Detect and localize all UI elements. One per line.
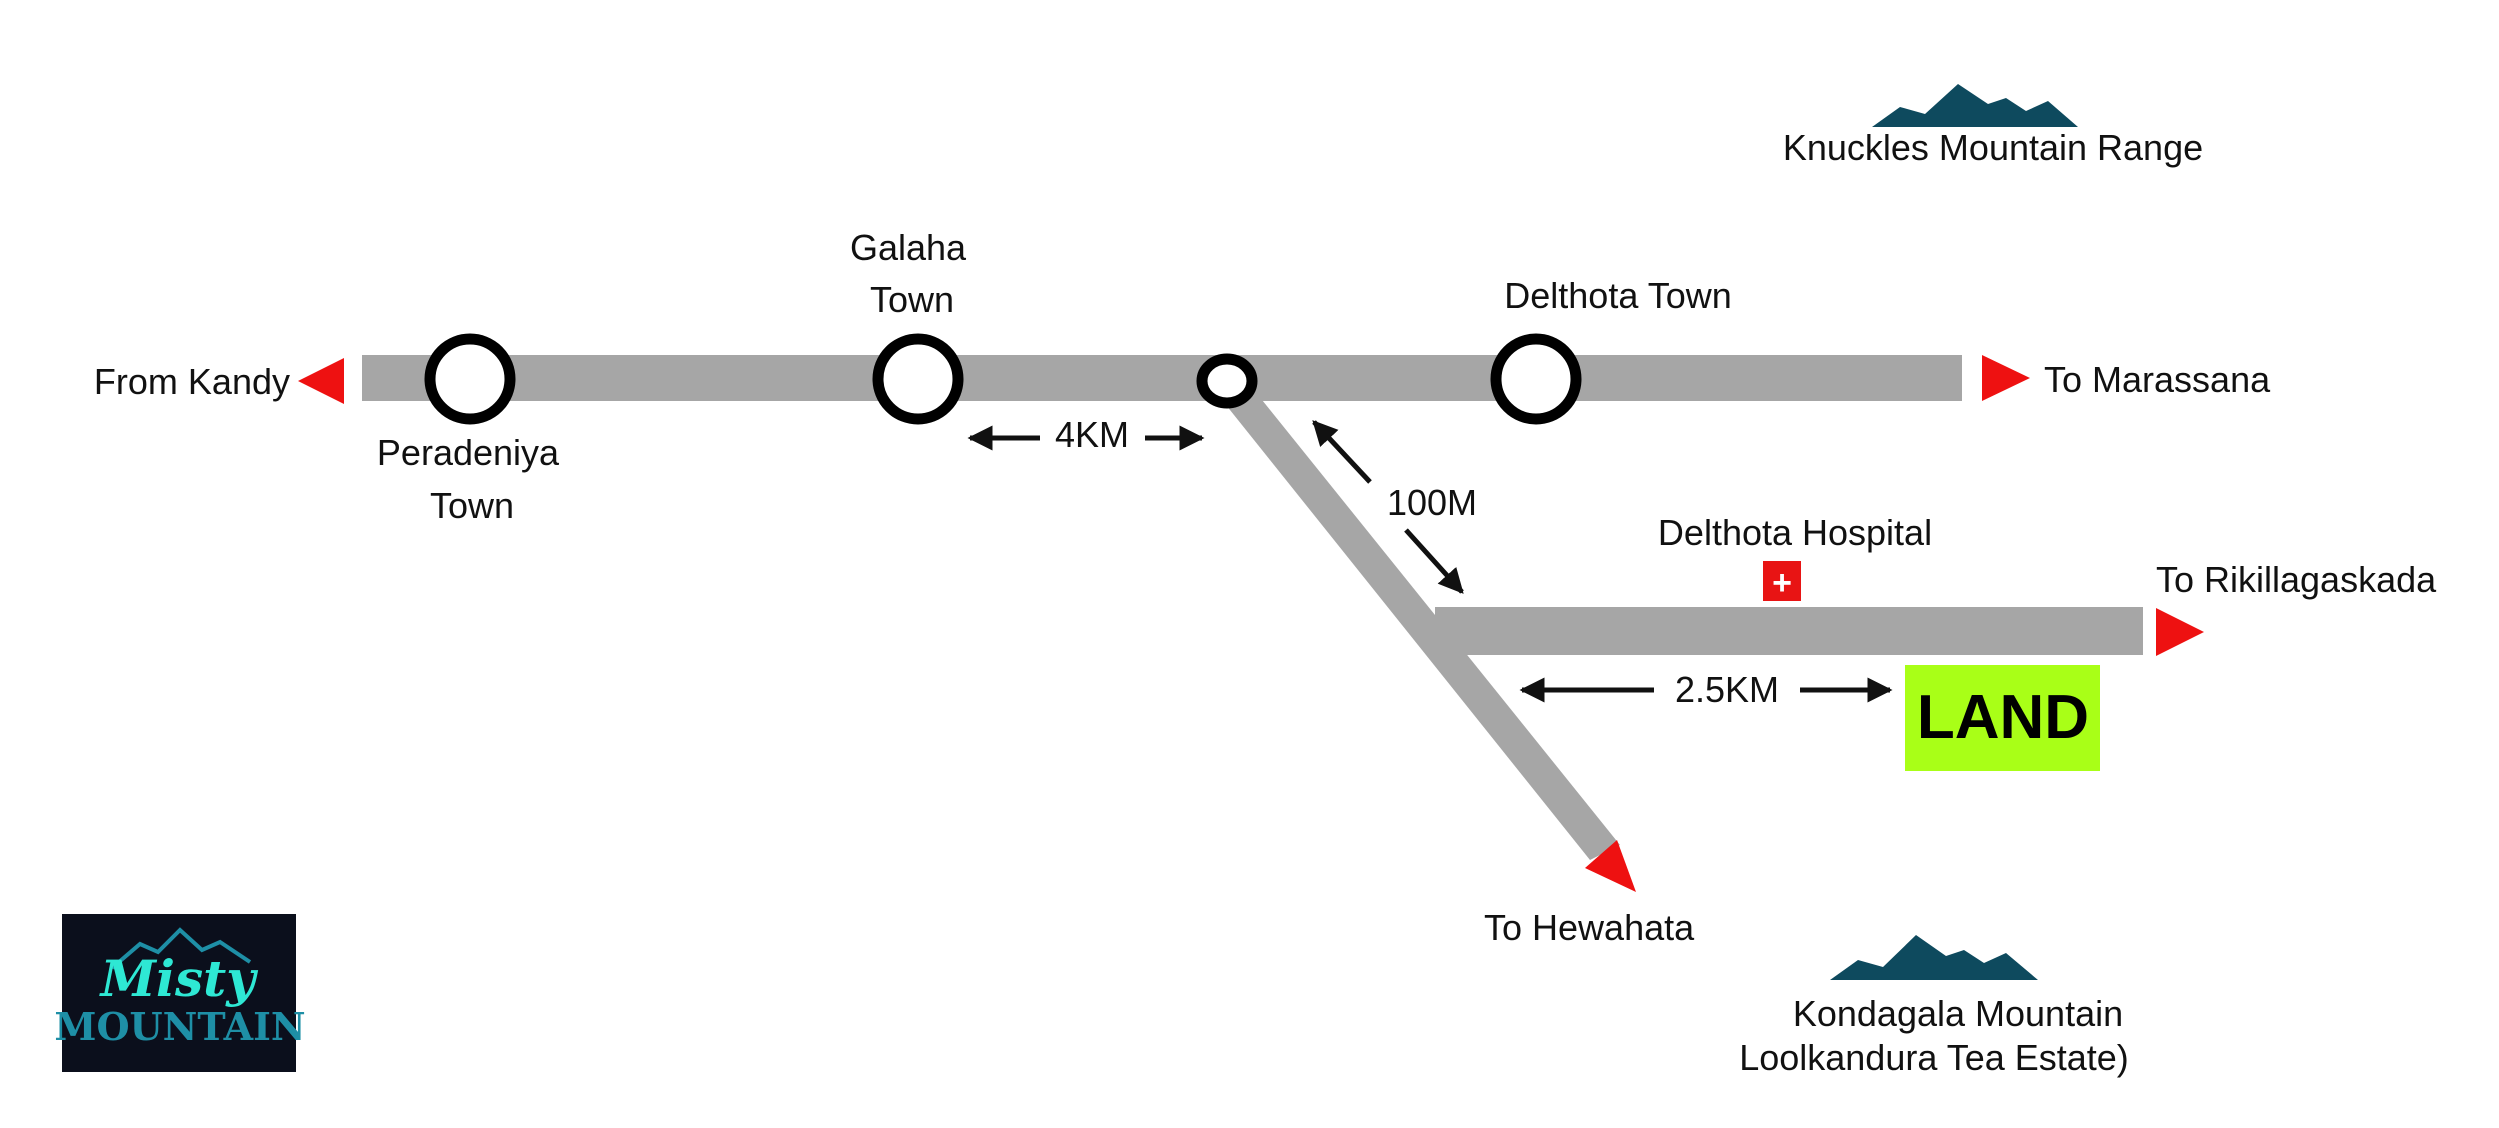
logo-mountain-icon [110,927,252,970]
loolkandura-estate-label: Loolkandura Tea Estate) [1739,1037,2129,1078]
distance-arrow-down [1404,528,1464,594]
mountain-icon-south [1830,935,2038,980]
mountain-icon [1872,84,2078,127]
hospital-icon [1763,561,1801,601]
logo-line1: Misty [99,949,259,1008]
main-road [362,355,1962,401]
distance-2-5km-label: 2.5KM [1675,669,1779,710]
land-marker [1905,665,2100,771]
logo-line2: MOUNTAIN [54,1004,305,1049]
kondagala-mountain-label: Kondagala Mountain [1793,993,2123,1034]
delthota-town-label: Delthota Town [1504,275,1731,316]
east-branch-road [1435,607,2143,655]
peradeniya-town-label-line2: Town [430,485,514,526]
delthota-town-marker [1490,333,1582,425]
galaha-town-marker [872,333,964,425]
to-marassana-label: To Marassana [2044,359,2271,400]
galaha-town-label-line2: Town [870,279,954,320]
delthota-hospital-label: Delthota Hospital [1658,512,1932,553]
distance-arrow-up [1312,420,1372,484]
rikillagaskada-direction-arrow [2156,608,2204,656]
peradeniya-town-marker [424,333,516,425]
junction-marker [1196,353,1258,409]
from-kandy-label: From Kandy [94,361,290,402]
distance-4km-label: 4KM [1055,414,1129,455]
knuckles-range-label: Knuckles Mountain Range [1783,127,2203,168]
galaha-town-label-line1: Galaha [850,227,967,268]
hewahata-direction-arrow [1585,840,1636,892]
hospital-cross-symbol: + [1772,564,1792,602]
south-branch-road [1210,385,1620,860]
distance-100m-label: 100M [1387,482,1477,523]
to-rikillagaskada-label: To Rikillagaskada [2156,559,2437,600]
peradeniya-town-label-line1: Peradeniya [377,432,560,473]
land-label: LAND [1917,683,2089,752]
east-direction-arrow [1982,355,2030,401]
west-direction-arrow [298,358,344,404]
misty-mountain-logo: Misty MOUNTAIN [54,914,306,1072]
to-hewahata-label: To Hewahata [1484,907,1695,948]
